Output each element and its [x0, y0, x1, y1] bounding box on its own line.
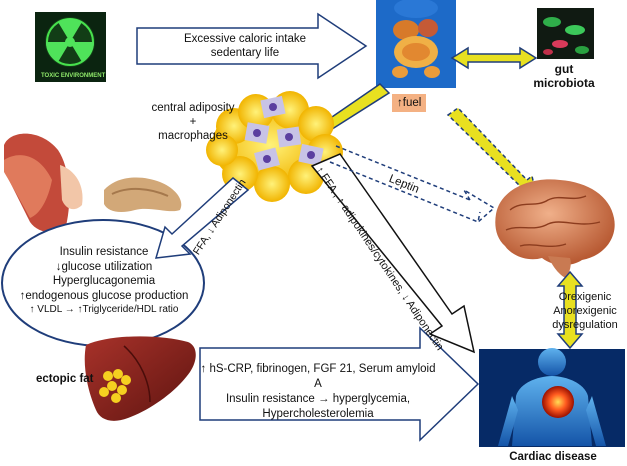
muscle-image — [4, 133, 83, 233]
caloric-line-2: sedentary life — [210, 47, 280, 59]
brain-heart-double-arrow — [556, 270, 584, 350]
microbiota-double-arrow — [450, 46, 538, 70]
cardiac-disease-label: Cardiac disease — [509, 451, 597, 463]
brain-line-1: Orexigenic — [558, 291, 612, 303]
leptin-dashed-arrows — [329, 145, 496, 225]
liver-to-heart-arrow — [199, 326, 480, 442]
gut-microbiota-label: gut microbiota — [528, 62, 600, 90]
gut-line-1: gut — [554, 62, 574, 76]
adiposity-label: central adiposity + macrophages — [138, 101, 248, 143]
toxic-environment-label: TOXIC ENVIRONMENT — [41, 73, 106, 79]
insulin-line-5: ↑ VLDL → ↑Triglyceride/HDL ratio — [29, 304, 179, 315]
bottom-line-2: Insulin resistance → hyperglycemia, — [225, 393, 411, 405]
insulin-resistance-text: Insulin resistance ↓glucose utilization … — [4, 245, 204, 318]
insulin-line-4: ↑endogenous glucose production — [19, 289, 189, 302]
adiposity-line-2: + — [189, 116, 197, 128]
brain-line-3: dysregulation — [552, 319, 618, 331]
caloric-intake-text: Excessive caloric intake sedentary life — [160, 32, 330, 60]
caloric-line-1: Excessive caloric intake — [183, 33, 307, 45]
gut-line-2: microbiota — [533, 76, 595, 90]
liver-image — [84, 336, 196, 421]
digestive-system-image — [376, 0, 456, 88]
toxic-environment-image — [35, 12, 106, 82]
pancreas-image — [104, 177, 182, 212]
adiposity-line-3: macrophages — [158, 130, 228, 142]
caloric-intake-arrow — [136, 12, 368, 80]
insulin-line-2: ↓glucose utilization — [55, 260, 153, 273]
bottom-line-1: ↑ hS-CRP, fibrinogen, FGF 21, Serum amyl… — [200, 363, 436, 390]
brain-image — [495, 179, 615, 278]
brain-line-2: Anorexigenic — [553, 305, 617, 317]
orexigenic-label: Orexigenic Anorexigenic dysregulation — [540, 290, 627, 332]
bottom-line-3: Hypercholesterolemia — [262, 408, 374, 420]
insulin-line-1: Insulin resistance — [59, 246, 149, 258]
cardiac-body-image — [479, 348, 625, 447]
insulin-line-3: Hyperglucagonemia — [52, 275, 156, 287]
adiposity-line-1: central adiposity — [151, 102, 235, 114]
adipose-to-heart-arrow — [310, 153, 476, 354]
liver-heart-text: ↑ hS-CRP, fibrinogen, FGF 21, Serum amyl… — [196, 362, 440, 422]
fuel-label: ↑fuel — [392, 94, 427, 112]
adipose-to-insulin-arrow — [154, 177, 250, 259]
gut-microbiota-image — [537, 8, 594, 59]
ectopic-fat-label: ectopic fat — [36, 373, 94, 385]
